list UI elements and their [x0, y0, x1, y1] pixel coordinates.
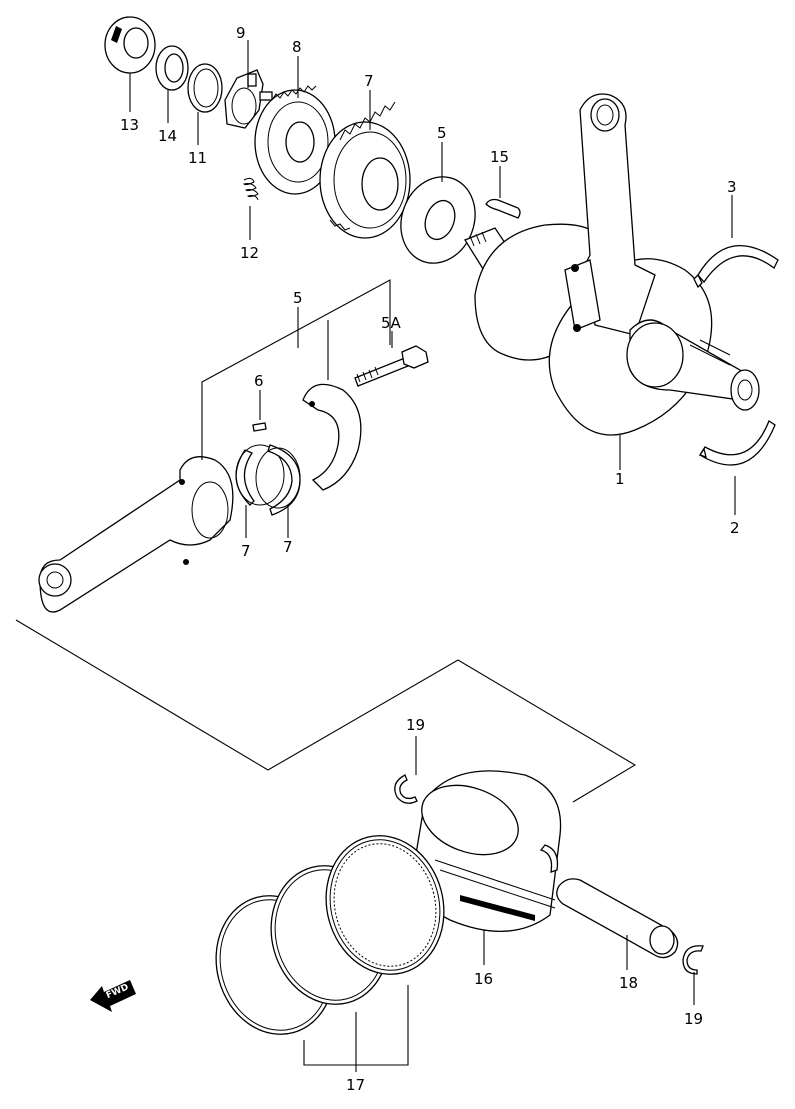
label-part-4: 5: [437, 124, 447, 142]
label-part-18: 18: [619, 974, 638, 992]
part-10-lock-washer: [224, 69, 273, 129]
part-6-dowel: [252, 422, 267, 432]
part-8-primary-gear: [319, 101, 411, 239]
part-3-bearing: [693, 245, 779, 289]
label-part-3: 3: [727, 178, 737, 196]
part-14-washer: [155, 45, 189, 91]
part-18-piston-pin: [556, 878, 679, 959]
part-12-spring: [243, 177, 259, 201]
part-labels: 9 8 7 5 15 3 13 14 11 12 5 5A 6 1 2 7 7 …: [120, 24, 740, 1094]
label-part-10: 9: [236, 24, 246, 42]
label-part-5a: 5A: [381, 314, 402, 332]
part-5a-bolt: [354, 345, 429, 387]
label-part-2: 2: [730, 519, 740, 537]
label-part-15: 15: [490, 148, 509, 166]
label-part-7-right: 7: [283, 538, 293, 556]
label-part-12: 12: [240, 244, 259, 262]
part-11-circlip: [187, 63, 223, 113]
part-5-connecting-rod: [38, 456, 234, 613]
part-17-piston-rings: [215, 835, 445, 1035]
label-part-16: 16: [474, 970, 493, 988]
part-16-piston: [413, 770, 562, 933]
label-part-9: 8: [292, 38, 302, 56]
label-part-17: 17: [346, 1076, 365, 1094]
label-part-5: 5: [293, 289, 303, 307]
label-part-19-top: 19: [406, 716, 425, 734]
fwd-arrow-icon: FWD: [90, 980, 136, 1012]
part-7-bearing-right: [255, 444, 301, 516]
label-part-14: 14: [158, 127, 177, 145]
part-19-circlip-right: [682, 945, 704, 975]
label-part-13: 13: [120, 116, 139, 134]
label-part-1: 1: [615, 470, 625, 488]
part-19-circlip-left: [394, 774, 418, 804]
part-2-bearing: [698, 420, 776, 466]
part-5-rod-cap: [302, 383, 362, 491]
label-part-19-bottom: 19: [684, 1010, 703, 1028]
part-7-bearing-left: [235, 444, 285, 506]
part-4-washer: [400, 176, 476, 264]
part-13-nut: [104, 16, 156, 74]
part-15-key: [485, 198, 521, 219]
part-9-gear: [254, 85, 336, 195]
leader-lines: [15, 40, 736, 1072]
label-part-6: 6: [254, 372, 264, 390]
label-part-11: 11: [188, 149, 207, 167]
label-part-8: 7: [364, 72, 374, 90]
label-part-7-left: 7: [241, 542, 251, 560]
part-1-crankshaft: [464, 93, 760, 436]
